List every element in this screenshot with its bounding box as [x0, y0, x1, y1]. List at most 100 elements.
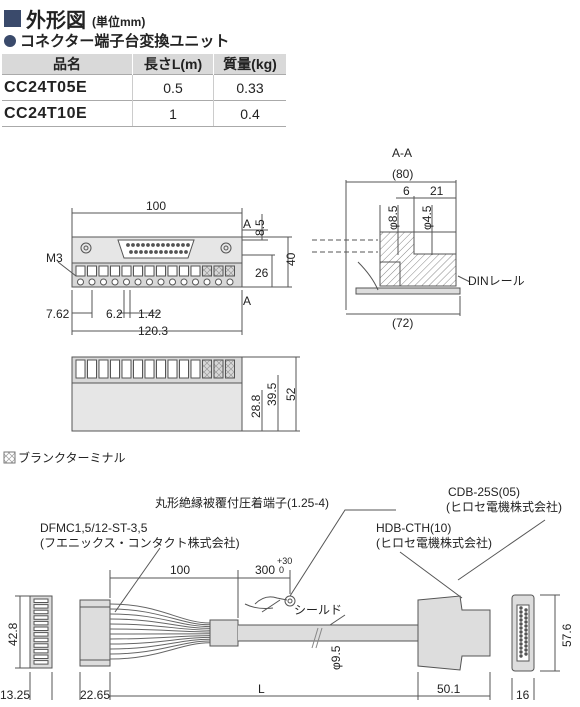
terminal-block: [167, 359, 178, 379]
dsub-pin: [519, 622, 523, 626]
terminal-slot: [213, 265, 224, 277]
label-m3: M3: [46, 251, 63, 265]
terminal-screw: [203, 278, 211, 286]
unit-note: (単位mm): [92, 14, 146, 29]
product-subtitle: コネクター端子台変換ユニット: [4, 30, 229, 51]
col-header-mass: 質量(kg): [213, 54, 286, 75]
terminal-slot: [87, 265, 97, 277]
terminal-block: [156, 359, 166, 379]
terminal-screw: [111, 278, 119, 286]
connector-pin: [141, 243, 145, 247]
terminal-block: [133, 359, 143, 379]
terminal-slot: [133, 265, 143, 277]
dim-57-6: 57.6: [560, 623, 574, 647]
dsub-pin: [519, 654, 523, 658]
terminal-block: [213, 359, 224, 379]
wire: [109, 635, 211, 640]
terminal-screw: [169, 278, 176, 286]
dim-40: 40: [284, 252, 298, 266]
label-crimp-terminal: 丸形絶縁被覆付圧着端子(1.25-4): [155, 495, 329, 510]
terminal-slot: [225, 265, 235, 277]
terminal-slot: [167, 265, 178, 277]
bottom-view: [71, 356, 300, 432]
connector-pin: [136, 243, 140, 247]
terminal-screw: [146, 278, 153, 286]
dim-phi8-5: φ8.5: [386, 205, 400, 230]
connector-pin: [179, 250, 183, 254]
terminal-slot: [121, 265, 132, 277]
wire: [109, 603, 211, 624]
wire: [109, 613, 211, 628]
wire: [109, 623, 211, 631]
terminal-screw: [123, 278, 130, 286]
plug-contact: [33, 643, 49, 648]
cell-model: CC24T10E: [2, 100, 133, 127]
dim-7-62: 7.62: [46, 307, 70, 321]
section-title: A-A: [392, 146, 412, 160]
wire: [109, 628, 211, 633]
dsub-pin: [524, 628, 528, 632]
dim-300: 300: [255, 563, 275, 577]
dsub-pin: [524, 652, 528, 656]
cell-mass: 0.33: [213, 74, 286, 101]
table-row: CC24T05E 0.5 0.33: [2, 74, 286, 101]
terminal-screw: [192, 278, 199, 286]
plug-contact: [33, 620, 49, 626]
dsub-pin: [524, 644, 528, 648]
dim-1-42: 1.42: [138, 307, 162, 321]
connector-pin: [166, 243, 170, 247]
col-header-model: 品名: [2, 54, 133, 75]
label-hdb-2: (ヒロセ電機株式会社): [376, 535, 492, 550]
connector-pin: [149, 250, 153, 254]
front-view-labels: 100 A 8.5 M3 26 40 A 7.62 6.2 1.42 120.3: [46, 199, 298, 338]
terminal-slot: [144, 265, 155, 277]
front-view: [57, 208, 292, 335]
page-title: 外形図: [26, 10, 86, 32]
terminal-screw: [100, 278, 107, 286]
dim-52: 52: [284, 387, 298, 401]
connector-pin: [156, 243, 160, 247]
dsub-pin: [524, 640, 528, 644]
plug-contact: [33, 654, 49, 659]
dim-8-5: 8.5: [253, 219, 267, 236]
terminal-screw: [215, 278, 222, 286]
dim-42-8: 42.8: [6, 622, 20, 646]
plug-contact: [33, 637, 49, 643]
connector-pin: [184, 250, 188, 254]
col-header-length: 長さL(m): [132, 54, 214, 75]
legend: ブランクターミナル: [3, 450, 126, 465]
wire: [109, 636, 211, 645]
terminal-slot: [156, 265, 166, 277]
terminal-block: [144, 359, 155, 379]
connector-pin: [131, 243, 135, 247]
dsub-pin: [519, 626, 523, 630]
terminal-screw: [180, 278, 188, 286]
connector-pin: [146, 243, 150, 247]
terminal-slot: [202, 265, 212, 277]
dim-L: L: [258, 682, 265, 696]
dim-22-65: 22.65: [80, 688, 110, 702]
dim-28-8: 28.8: [249, 394, 263, 418]
dsub-connector-side-view: [417, 595, 491, 671]
plug-contact: [33, 626, 49, 631]
cell-model: CC24T05E: [2, 74, 133, 101]
dim-6-2: 6.2: [106, 307, 123, 321]
plug-contact: [33, 648, 49, 654]
terminal-screw: [134, 278, 142, 286]
table-row: CC24T10E 1 0.4: [2, 100, 286, 127]
terminal-block: [87, 359, 97, 379]
label-hdb-1: HDB-CTH(10): [376, 521, 451, 535]
header-square-icon: [4, 10, 21, 27]
terminal-block: [75, 359, 86, 379]
connector-pin: [126, 243, 130, 247]
plug-contact: [33, 615, 49, 620]
dsub-pin: [524, 636, 528, 640]
dsub-pin: [519, 606, 523, 610]
dsub-pin: [519, 646, 523, 650]
plug-contact: [33, 660, 49, 665]
terminal-slot: [179, 265, 189, 277]
plug-contact: [33, 604, 49, 609]
dim-120-3: 120.3: [138, 324, 168, 338]
terminal-screw: [157, 278, 165, 286]
